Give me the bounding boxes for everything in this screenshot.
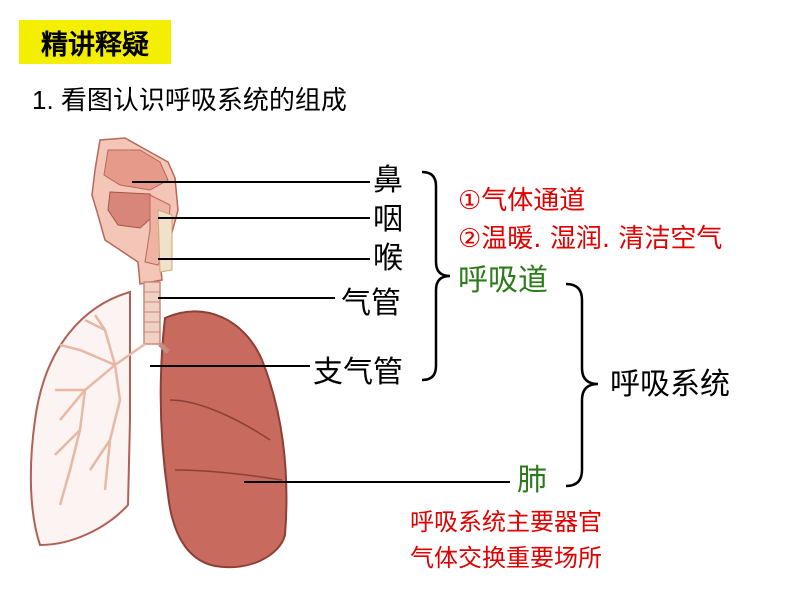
label-respiratory-tract: 呼吸道 [458,263,548,298]
left-lung-illustration [29,290,146,547]
label-larynx: 喉 [373,241,403,276]
label-respiratory-system: 呼吸系统 [610,367,730,402]
section-badge: 精讲释疑 [19,20,171,64]
subtitle: 1. 看图认识呼吸系统的组成 [32,85,347,115]
label-trachea: 气管 [341,286,401,321]
label-pharynx: 咽 [373,202,403,237]
section-badge-label: 精讲释疑 [41,29,149,61]
lung-function-2: 气体交换重要场所 [410,544,602,572]
trachea-illustration [143,281,161,345]
label-nose: 鼻 [373,163,403,198]
pointer-lines [132,181,510,483]
tract-function-1: ①气体通道 [458,186,586,216]
head-section-illustration [91,137,179,285]
respiratory-tract-bracket [421,170,451,382]
label-lung: 肺 [517,463,547,498]
respiratory-system-bracket [565,282,599,488]
lung-function-1: 呼吸系统主要器官 [410,508,602,536]
right-lung-illustration [158,310,288,569]
tract-function-2: ②温暖. 湿润. 清洁空气 [458,224,723,254]
label-bronchi: 支气管 [313,355,403,390]
